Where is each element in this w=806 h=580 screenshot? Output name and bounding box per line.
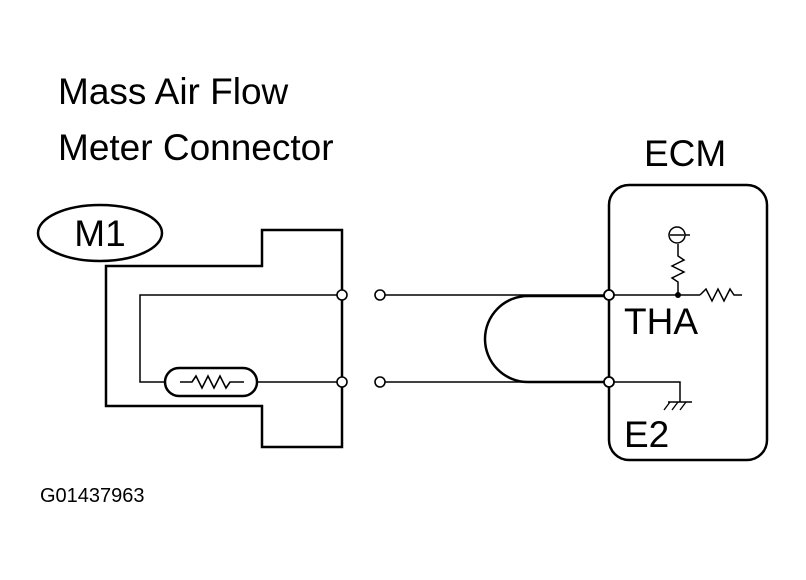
tha-terminal-label: THA bbox=[624, 301, 698, 342]
thermistor-sensor bbox=[163, 366, 259, 398]
ecm-box bbox=[607, 183, 769, 462]
pullup-resistor-icon bbox=[699, 287, 742, 303]
figure-code: G01437963 bbox=[40, 485, 145, 507]
connector-id-ellipse bbox=[36, 203, 164, 263]
ecm-e2-line bbox=[614, 381, 681, 402]
connector-housing bbox=[104, 228, 344, 449]
connector-id-badge: M1 bbox=[36, 203, 164, 263]
resistor-icon bbox=[180, 374, 244, 390]
voltage-resistor-icon bbox=[670, 244, 686, 295]
connector-id-text: M1 bbox=[74, 213, 125, 254]
ecm-terminal-tha bbox=[603, 289, 615, 301]
terminal-mass-air-upper bbox=[336, 289, 348, 301]
title-line-1: Mass Air Flow bbox=[58, 71, 289, 112]
internal-wire bbox=[139, 294, 340, 383]
terminal-harness-lower bbox=[374, 376, 386, 388]
title-line-2: Meter Connector bbox=[58, 127, 334, 168]
ecm-terminal-e2 bbox=[603, 376, 615, 388]
voltage-source-icon bbox=[668, 226, 690, 244]
terminal-mass-air-lower bbox=[336, 376, 348, 388]
thermistor-capsule bbox=[163, 366, 259, 398]
e2-terminal-label: E2 bbox=[624, 414, 669, 455]
ecm-label: ECM bbox=[644, 133, 726, 174]
ground-icon bbox=[663, 401, 692, 411]
terminal-harness-upper bbox=[374, 289, 386, 301]
shield-loop bbox=[483, 294, 606, 384]
